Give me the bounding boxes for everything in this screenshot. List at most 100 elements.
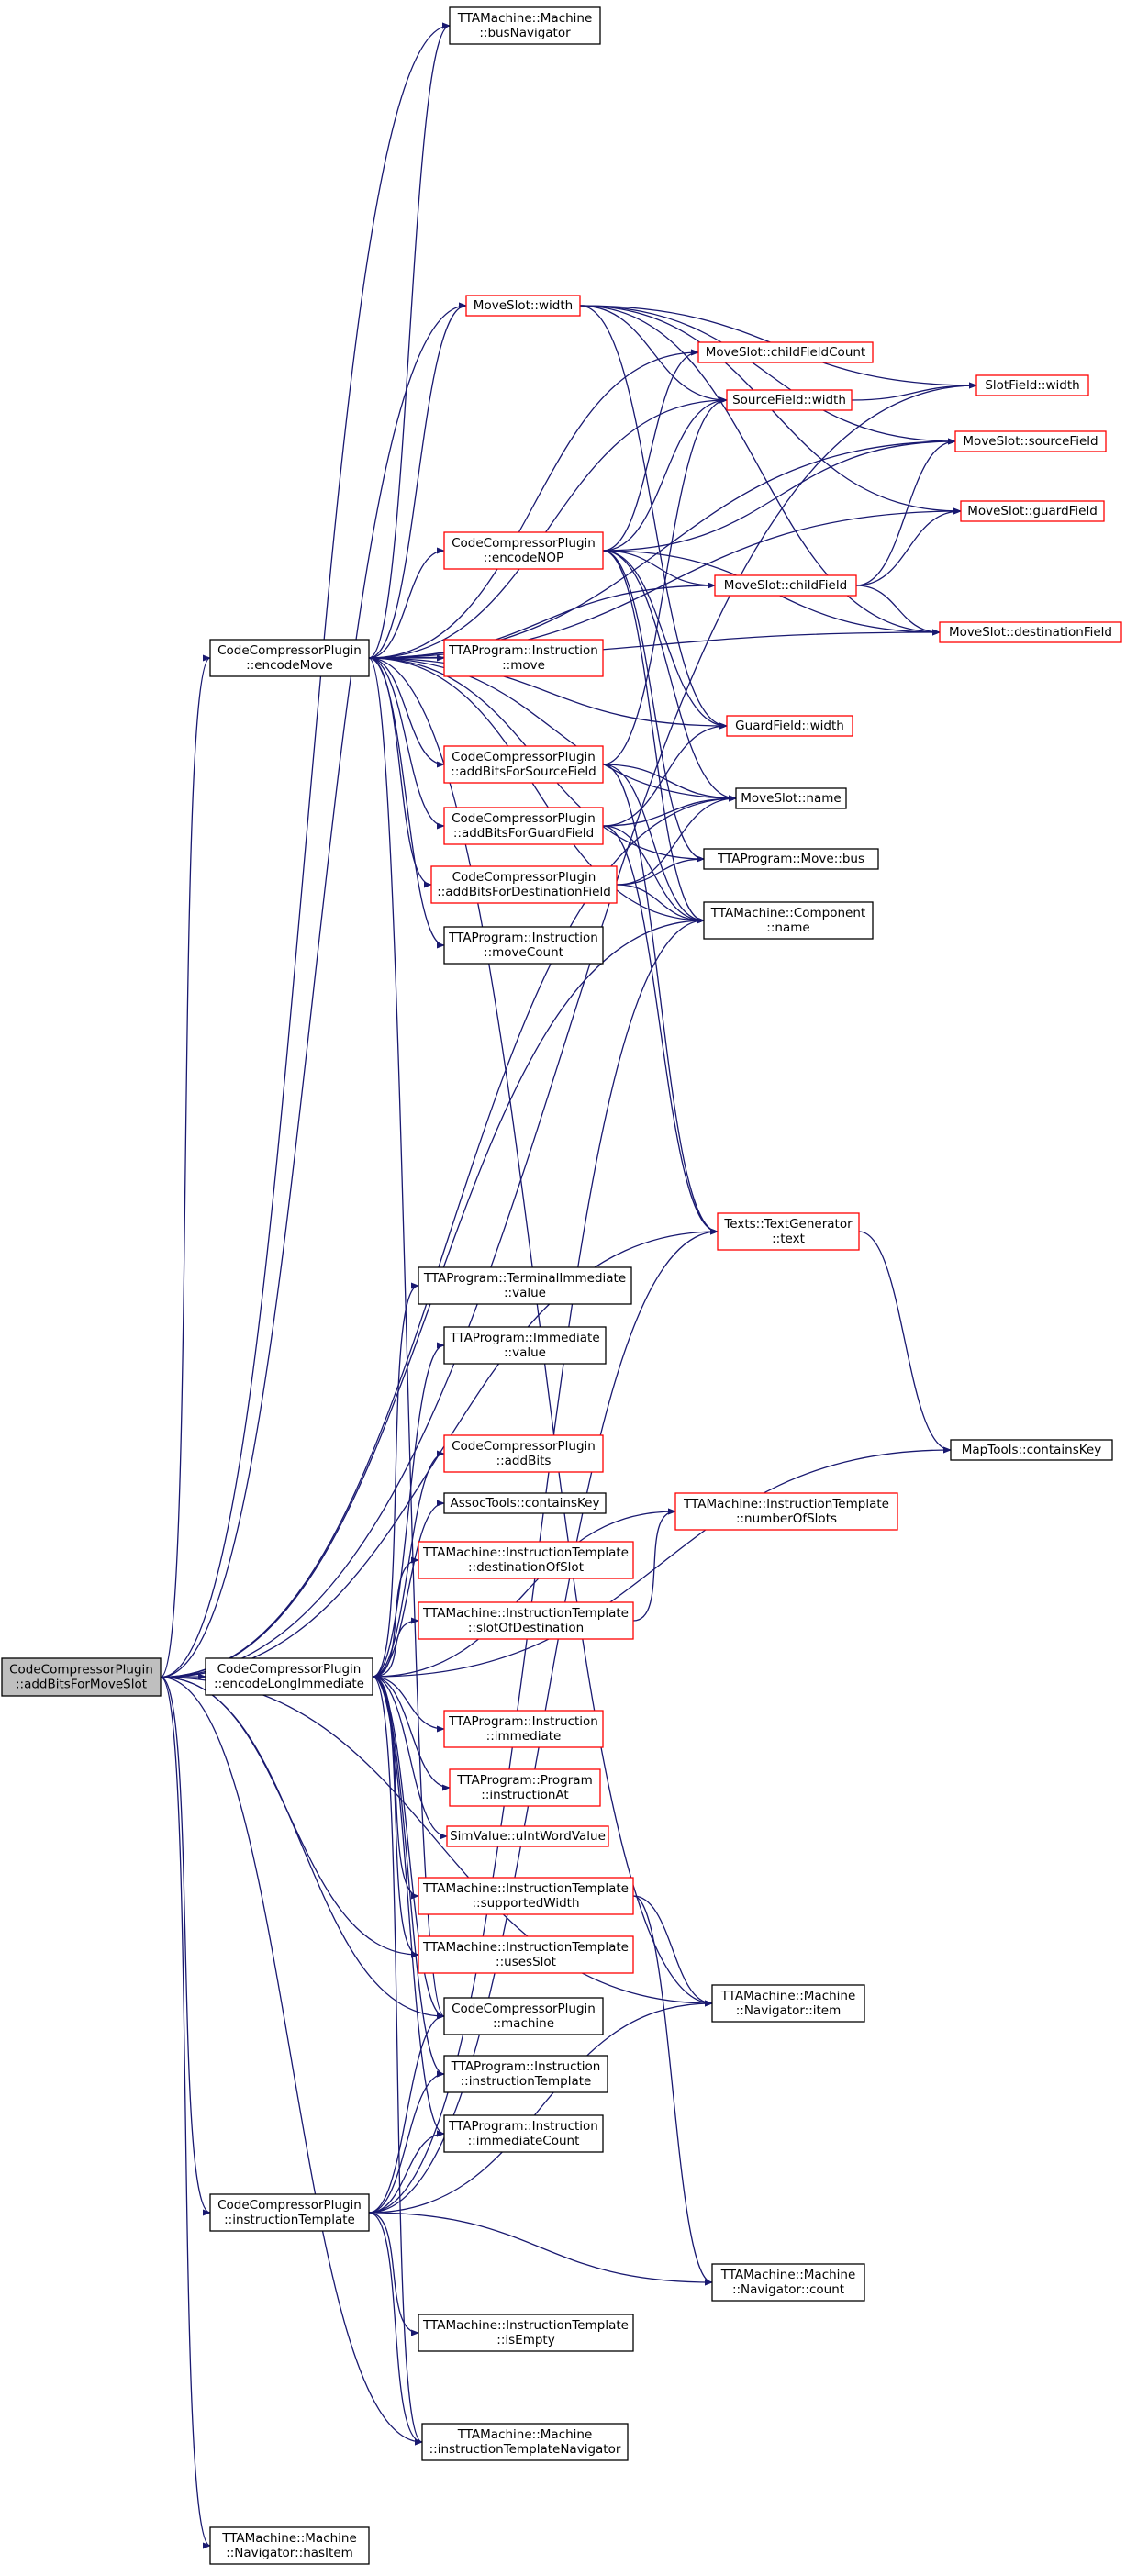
node-label-line: CodeCompressorPlugin [9,1663,153,1678]
node-label-line: MoveSlot::childFieldCount [706,345,865,360]
edge-encodeLongImmediate-to-programInstructionAt [372,1676,451,1791]
node-move-slot-name[interactable]: MoveSlot::name [735,787,847,809]
node-label-line: TTAMachine::Machine [720,2268,856,2282]
node-component-name[interactable]: TTAMachine::Component::name [703,901,874,940]
node-box [697,341,874,363]
node-box [1,1657,162,1697]
node-immediate-value[interactable]: TTAProgram::Immediate::value [443,1326,607,1365]
node-navigator-item[interactable]: TTAMachine::Machine::Navigator::item [711,1984,865,2023]
edge-addBitsForGuardField-to-moveSlotName [602,795,737,827]
edge-encodeLongImmediate-to-uIntWordValue [372,1676,448,1840]
edge-root-to-encodeMove [160,654,211,1678]
node-box [209,2193,370,2232]
node-supported-width[interactable]: TTAMachine::InstructionTemplate::support… [418,1877,634,1915]
node-move-slot-destination-field[interactable]: MoveSlot::destinationField [939,621,1122,643]
node-label-line: MapTools::containsKey [962,1443,1101,1457]
node-box [209,2526,370,2565]
node-box [449,1768,601,1807]
node-instruction-instruction-template[interactable]: TTAProgram::Instruction::instructionTemp… [443,2055,608,2093]
edge-encodeMove-to-addBitsForGuardField [368,657,445,830]
node-label-line: Texts::TextGenerator [723,1217,853,1232]
node-source-field-width[interactable]: SourceField::width [726,389,853,411]
edge-moveSlotWidth-to-moveSlotSourceField [579,305,956,445]
edge-encodeMove-to-componentName [368,657,705,924]
node-map-tools-contains-key[interactable]: MapTools::containsKey [950,1439,1113,1461]
node-move-slot-child-field[interactable]: MoveSlot::childField [714,574,857,597]
node-move-slot-guard-field[interactable]: MoveSlot::guardField [960,500,1105,522]
node-label-line: TTAProgram::Instruction [448,2119,598,2134]
node-immediate-count[interactable]: TTAProgram::Instruction::immediateCount [443,2114,604,2153]
node-label-line: ::machine [493,2016,554,2031]
edge-moveSlotChildField-to-moveSlotDestinationField [855,585,941,636]
edge-moveSlotWidth-to-moveSlotDestinationField [579,305,941,636]
node-label-line: ::Navigator::item [736,2003,842,2018]
node-text-generator-text[interactable]: Texts::TextGenerator::text [717,1212,860,1251]
node-encode-nop[interactable]: CodeCompressorPlugin::encodeNOP [443,531,604,570]
edge-encodeLongImmediate-to-immediateValue [372,1342,445,1678]
node-number-of-slots[interactable]: TTAMachine::InstructionTemplate::numberO… [674,1492,898,1531]
node-plugin-instruction-template[interactable]: CodeCompressorPlugin::instructionTemplat… [209,2193,370,2232]
node-program-instruction-at[interactable]: TTAProgram::Program::instructionAt [449,1768,601,1807]
node-plugin-machine[interactable]: CodeCompressorPlugin::machine [443,1997,604,2035]
node-move-count[interactable]: TTAProgram::Instruction::moveCount [443,926,604,965]
node-root[interactable]: CodeCompressorPlugin::addBitsForMoveSlot [1,1657,162,1697]
node-box [674,1492,898,1531]
node-move-bus[interactable]: TTAProgram::Move::bus [703,848,879,870]
edge-root-to-pluginMachine [160,1676,445,2020]
node-slot-field-width[interactable]: SlotField::width [975,374,1089,396]
node-move-slot-width[interactable]: MoveSlot::width [465,295,581,317]
node-encode-long-immediate[interactable]: CodeCompressorPlugin::encodeLongImmediat… [205,1657,373,1696]
node-box [717,1212,860,1251]
node-label-line: ::isEmpty [496,2333,554,2347]
node-label-line: ::encodeNOP [484,551,563,565]
node-box [443,2114,604,2153]
edge-root-to-moveSlotWidth [160,302,467,1678]
node-box [711,1984,865,2023]
node-bus-navigator[interactable]: TTAMachine::Machine::busNavigator [449,6,601,45]
node-box [443,1434,604,1473]
node-label-line: ::value [504,1345,546,1360]
node-label-line: GuardField::width [735,719,844,733]
node-label-line: CodeCompressorPlugin [452,870,596,885]
node-box [418,2314,634,2352]
edge-addBitsForSourceField-to-sourceFieldWidth [602,396,728,765]
edge-sourceFieldWidth-to-slotFieldWidth [851,382,977,401]
edge-textGeneratorText-to-mapToolsContainsKey [858,1231,952,1454]
node-add-bits[interactable]: CodeCompressorPlugin::addBits [443,1434,604,1473]
node-label-line: ::encodeLongImmediate [214,1677,364,1691]
node-label-line: CodeCompressorPlugin [217,2198,362,2213]
node-u-int-word-value[interactable]: SimValue::uIntWordValue [446,1825,609,1847]
node-navigator-count[interactable]: TTAMachine::Machine::Navigator::count [711,2263,865,2302]
node-destination-of-slot[interactable]: TTAMachine::InstructionTemplate::destina… [418,1541,634,1579]
node-terminal-immediate-value[interactable]: TTAProgram::TerminalImmediate::value [418,1266,632,1305]
node-instruction-immediate[interactable]: TTAProgram::Instruction::immediate [443,1710,604,1748]
node-label-line: TTAMachine::InstructionTemplate [422,1940,629,1955]
edge-encodeLongImmediate-to-assocToolsContainsKey [372,1500,445,1678]
node-assoc-tools-contains-key[interactable]: AssocTools::containsKey [443,1492,607,1514]
edge-moveSlotWidth-to-guardFieldWidth [579,305,728,730]
node-box [443,1492,607,1514]
edge-encodeLongImmediate-to-mapToolsContainsKey [372,1446,952,1678]
node-is-empty[interactable]: TTAMachine::InstructionTemplate::isEmpty [418,2314,634,2352]
edge-addBitsForGuardField-to-componentName [602,825,705,924]
node-instruction-template-navigator[interactable]: TTAMachine::Machine::instructionTemplate… [421,2423,629,2461]
node-move-slot-source-field[interactable]: MoveSlot::sourceField [954,430,1107,452]
node-uses-slot[interactable]: TTAMachine::InstructionTemplate::usesSlo… [418,1935,634,1974]
node-box [726,389,853,411]
node-guard-field-width[interactable]: GuardField::width [726,715,853,737]
node-box [418,1541,634,1579]
node-encode-move[interactable]: CodeCompressorPlugin::encodeMove [209,639,370,677]
node-navigator-has-item[interactable]: TTAMachine::Machine::Navigator::hasItem [209,2526,370,2565]
node-add-bits-for-source-field[interactable]: CodeCompressorPlugin::addBitsForSourceFi… [443,745,604,784]
node-label-line: TTAProgram::Instruction [448,643,598,658]
edge-supportedWidth-to-navigatorItem [632,1895,713,2007]
node-instruction-move[interactable]: TTAProgram::Instruction::move [443,639,604,677]
node-slot-of-destination[interactable]: TTAMachine::InstructionTemplate::slotOfD… [418,1601,634,1640]
node-add-bits-for-destination-field[interactable]: CodeCompressorPlugin::addBitsForDestinat… [430,865,618,904]
node-box [205,1657,373,1696]
node-add-bits-for-guard-field[interactable]: CodeCompressorPlugin::addBitsForGuardFie… [443,807,604,845]
node-label-line: ::Navigator::count [732,2282,844,2297]
edge-pluginInstructionTemplate-to-navigatorCount [368,2212,713,2286]
node-move-slot-child-field-count[interactable]: MoveSlot::childFieldCount [697,341,874,363]
